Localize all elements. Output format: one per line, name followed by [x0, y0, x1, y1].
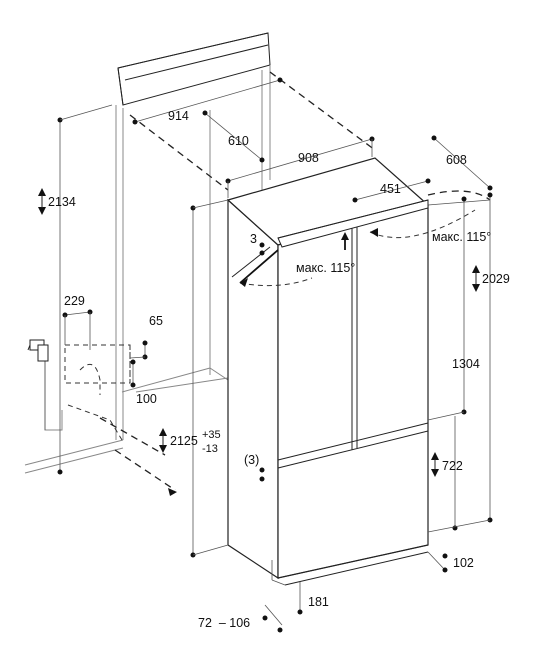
label-tol-minus: -13 [202, 443, 218, 455]
label-upper-door: 1304 [452, 357, 480, 371]
label-door-angle-right: макс. 115° [432, 230, 491, 244]
label-niche-width: 914 [168, 109, 189, 123]
label-side-offset: 181 [308, 595, 329, 609]
niche-outline [24, 32, 271, 474]
arrow-icons [38, 188, 480, 496]
label-cutout-width: 610 [228, 134, 249, 148]
water-supply-area [44, 344, 131, 441]
label-drawer-gap: (3) [244, 453, 259, 467]
label-body-height: 2029 [482, 272, 510, 286]
label-supply-height: 65 [149, 314, 163, 328]
label-plinth-range: 72 – 106 [198, 616, 250, 630]
label-plinth: 102 [453, 556, 474, 570]
dimension-labels: 914 610 908 451 608 2134 3 макс. 115° ма… [48, 109, 510, 630]
label-lower-drawer: 722 [442, 459, 463, 473]
label-door-angle-left: макс. 115° [296, 261, 355, 275]
extension-lines [99, 71, 491, 491]
dimension-lines [57, 77, 493, 633]
label-installed-height: 2125 [170, 434, 198, 448]
label-supply-depth: 100 [136, 392, 157, 406]
label-top-gap: 3 [250, 232, 257, 246]
label-supply-offset: 229 [64, 294, 85, 308]
water-tap-icon [27, 339, 49, 362]
label-side-depth: 608 [446, 153, 467, 167]
label-tol-plus: +35 [202, 429, 221, 441]
label-niche-height: 2134 [48, 195, 76, 209]
label-appliance-width: 908 [298, 151, 319, 165]
refrigerator-body [226, 157, 430, 586]
label-top-depth: 451 [380, 182, 401, 196]
